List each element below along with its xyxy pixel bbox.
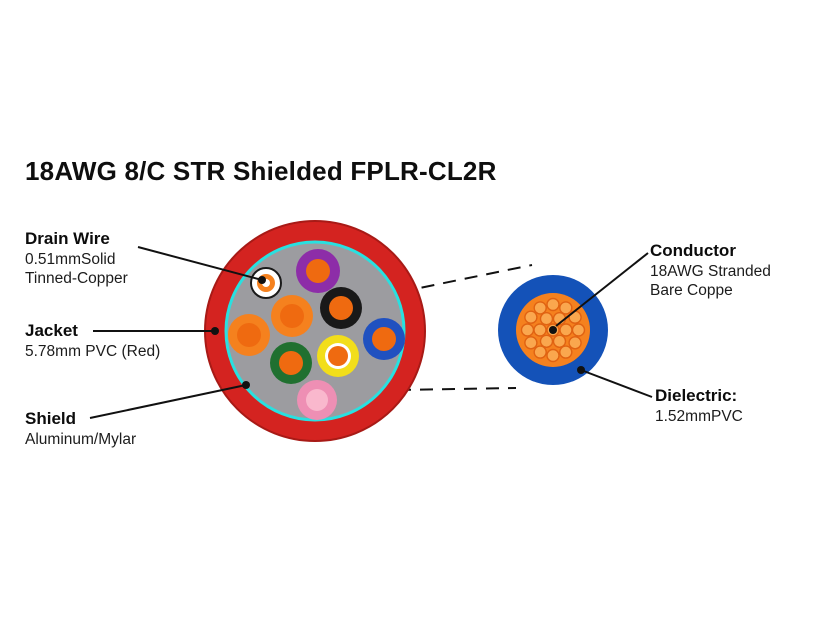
shield-label: Shield Aluminum/Mylar: [25, 409, 136, 449]
conductor-blue: [363, 318, 405, 360]
jacket-leader-dot: [211, 327, 219, 335]
conductor-strand: [520, 323, 535, 337]
conductor-strand: [533, 345, 547, 359]
conductor-purple-core: [306, 259, 330, 283]
conductor-strand: [546, 297, 560, 312]
shield-leader-dot: [242, 381, 250, 389]
conductor-black: [320, 287, 362, 329]
conductor-heading: Conductor: [650, 241, 736, 260]
conductor-leader-line: [555, 252, 649, 327]
jacket-spec-1: 5.78mm PVC (Red): [25, 342, 161, 360]
shield-heading: Shield: [25, 409, 77, 428]
cable-cross-section: [204, 220, 426, 442]
conductor-purple: [296, 249, 340, 293]
conductor-strand: [559, 301, 573, 315]
shield-spec-1: Aluminum/Mylar: [25, 430, 137, 448]
conductor-spec-2: Bare Coppe: [650, 281, 733, 299]
conductor-pink-core: [306, 389, 328, 411]
conductor-yellow: [317, 335, 359, 377]
conductor-pink: [297, 380, 337, 420]
jacket-label: Jacket 5.78mm PVC (Red): [25, 321, 160, 361]
conductor-black-core: [329, 296, 353, 320]
conductor-leader-dot: [549, 326, 557, 334]
drain-wire-heading: Drain Wire: [25, 229, 110, 248]
drain-wire-label: Drain Wire 0.51mmSolid Tinned-Copper: [25, 229, 128, 288]
jacket-heading: Jacket: [25, 321, 78, 340]
conductor-strand: [552, 334, 567, 348]
conductor-green-core: [279, 351, 303, 375]
dielectric-heading: Dielectric:: [655, 386, 738, 405]
drain-wire: [250, 267, 282, 299]
conductor-strand: [524, 310, 538, 324]
drain-wire-spec-2: Tinned-Copper: [25, 269, 128, 287]
conductor-strand: [539, 312, 554, 326]
page-title: 18AWG 8/C STR Shielded FPLR-CL2R: [25, 156, 497, 186]
conductor-strand: [546, 348, 560, 363]
dielectric-leader-dot: [577, 366, 585, 374]
conductor-strand: [524, 336, 538, 350]
conductor-strand: [533, 323, 547, 337]
shield-leader-line: [89, 384, 247, 419]
conductor-orange-left: [228, 314, 270, 356]
conductor-strand: [571, 323, 586, 337]
conductor-strand: [568, 336, 582, 350]
conductor-strand: [559, 345, 573, 359]
conductor-green: [270, 342, 312, 384]
drain-wire-spec-1: 0.51mmSolid: [25, 250, 116, 268]
dielectric-spec-1: 1.52mmPVC: [655, 407, 743, 425]
dielectric-label: Dielectric: 1.52mmPVC: [655, 386, 743, 426]
conductor-orange-center-core: [280, 304, 304, 328]
dielectric-leader-line: [580, 369, 653, 398]
conductor-blue-core: [372, 327, 396, 351]
conductor-strand: [533, 301, 547, 315]
conductor-orange-left-core: [237, 323, 261, 347]
zoom-dashed-line-top: [399, 264, 533, 293]
conductor-strand: [559, 323, 573, 337]
conductor-yellow-core: [328, 346, 348, 366]
conductor-label: Conductor 18AWG Stranded Bare Coppe: [650, 241, 771, 300]
conductor-spec-1: 18AWG Stranded: [650, 262, 771, 280]
drain-wire-leader-dot: [258, 276, 266, 284]
leader-lines: [89, 246, 653, 419]
conductor-strand: [539, 334, 554, 348]
drain-wire-leader-line: [137, 246, 263, 281]
conductor-orange-center: [271, 295, 313, 337]
zoom-dashed-line-bottom: [397, 387, 517, 391]
